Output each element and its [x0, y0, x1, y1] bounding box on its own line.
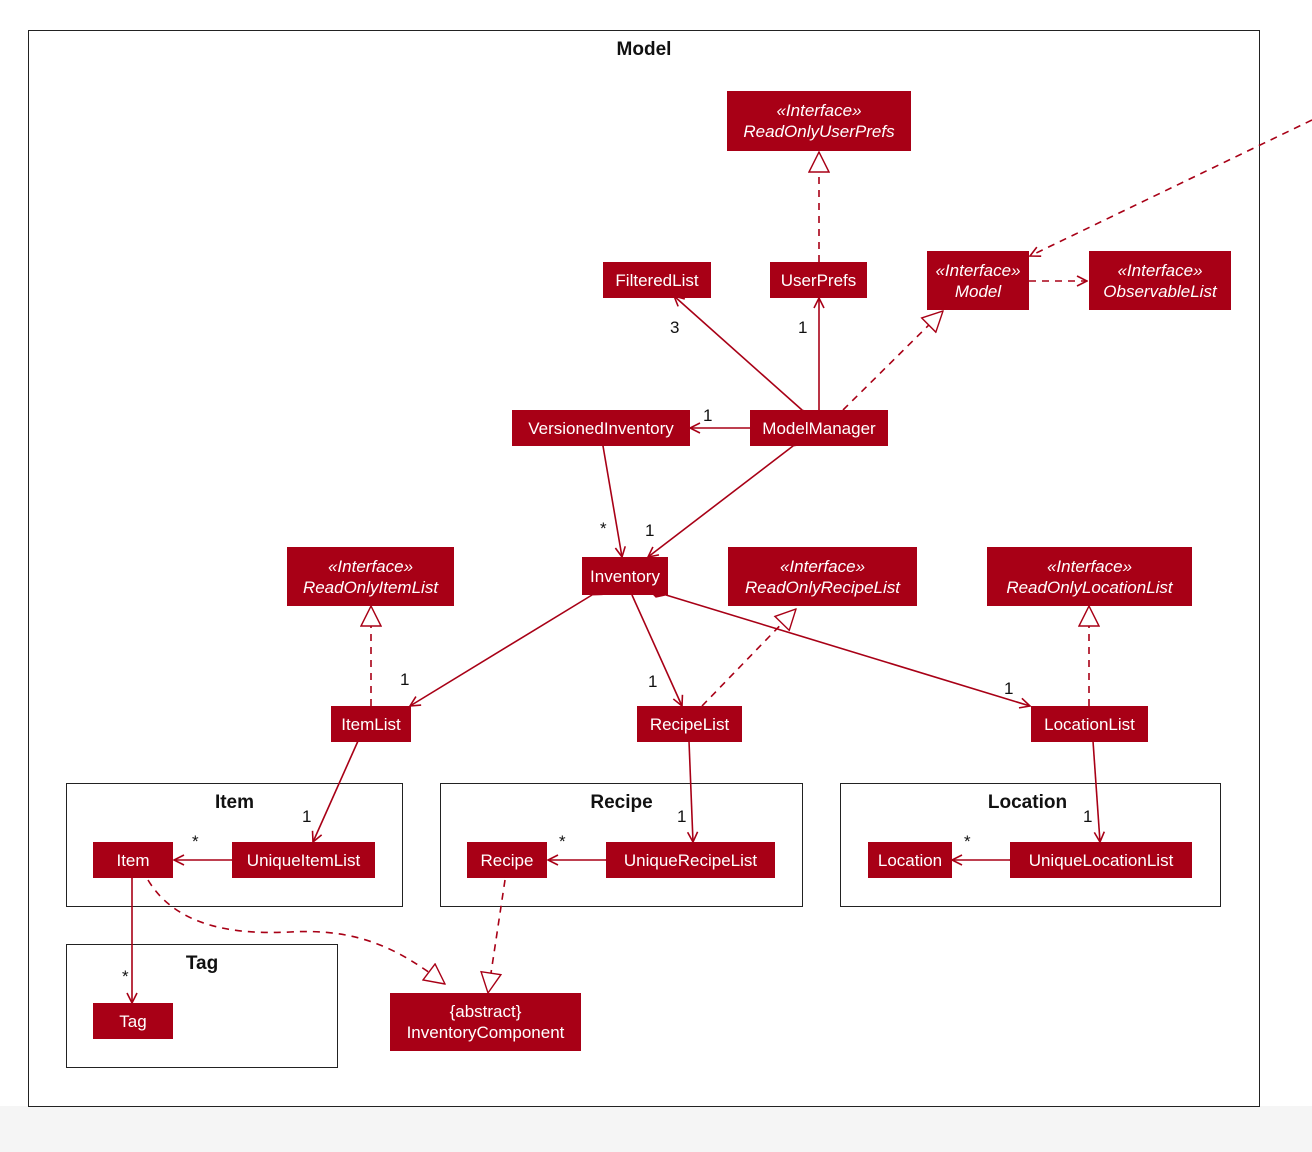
- mult-userprefs: 1: [798, 318, 807, 337]
- edge-recipelist-realizes-readonlyrecipelist: [701, 609, 796, 707]
- class-readonlylocationlist[interactable]: «Interface» ReadOnlyLocationList: [987, 547, 1192, 606]
- class-name: Location: [877, 850, 943, 870]
- mult-uniquerecipelist: 1: [677, 807, 686, 826]
- class-item[interactable]: Item: [93, 842, 173, 878]
- edge-modelmanager-realizes-model: [842, 311, 943, 411]
- class-name: UniqueLocationList: [1028, 850, 1174, 870]
- edge-recipe-extends-inventorycomponent: [488, 879, 506, 993]
- edge-item-extends-inventorycomponent: [147, 879, 445, 984]
- class-name: Tag: [119, 1011, 147, 1031]
- mult-versionedinventory: 1: [703, 406, 712, 425]
- class-name: InventoryComponent: [406, 1023, 565, 1042]
- mult-location: *: [964, 832, 971, 851]
- class-readonlyuserprefs[interactable]: «Interface» ReadOnlyUserPrefs: [727, 91, 911, 151]
- class-uniquelocationlist[interactable]: UniqueLocationList: [1010, 842, 1192, 878]
- mult-recipelist: 1: [648, 672, 657, 691]
- edge-modelmanager-composes-filteredlist: [674, 296, 802, 410]
- stereotype-label: «Interface»: [779, 556, 866, 576]
- mult-item: *: [192, 832, 199, 851]
- diagram-canvas: Model Item Recipe Location Tag: [28, 30, 1312, 1107]
- class-uniquerecipelist[interactable]: UniqueRecipeList: [606, 842, 775, 878]
- mult-locationlist: 1: [1004, 679, 1013, 698]
- class-name: Item: [116, 850, 150, 870]
- mult-versioned-to-inventory: *: [600, 519, 607, 538]
- mult-recipe: *: [559, 832, 566, 851]
- class-name: FilteredList: [615, 270, 699, 290]
- class-name: ObservableList: [1103, 281, 1217, 301]
- class-name: VersionedInventory: [528, 418, 674, 438]
- class-itemlist[interactable]: ItemList: [331, 706, 411, 742]
- class-name: LocationList: [1044, 714, 1135, 734]
- class-filteredlist[interactable]: FilteredList: [603, 262, 711, 298]
- edge-versionedinventory-aggregates-inventory: [603, 446, 622, 557]
- class-readonlyrecipelist[interactable]: «Interface» ReadOnlyRecipeList: [728, 547, 917, 606]
- class-name: Inventory: [590, 566, 660, 586]
- class-observablelist[interactable]: «Interface» ObservableList: [1089, 251, 1231, 310]
- edge-external-depends-model: [1030, 119, 1312, 256]
- class-readonlyitemlist[interactable]: «Interface» ReadOnlyItemList: [287, 547, 454, 606]
- edge-locationlist-composes-uniquelocationlist: [1093, 741, 1100, 842]
- class-name: UniqueRecipeList: [623, 850, 758, 870]
- class-name: Model: [954, 281, 1002, 301]
- class-inventory[interactable]: Inventory: [582, 557, 668, 595]
- edge-modelmanager-composes-inventory: [648, 446, 793, 557]
- class-recipelist[interactable]: RecipeList: [637, 706, 742, 742]
- stereotype-label: «Interface»: [1117, 260, 1203, 280]
- class-userprefs[interactable]: UserPrefs: [770, 262, 867, 298]
- edge-inventory-composes-locationlist: [666, 595, 1030, 706]
- mult-uniqueitemlist: 1: [302, 807, 311, 826]
- class-name: UniqueItemList: [246, 850, 361, 870]
- tag-package-title: Tag: [185, 953, 219, 974]
- stereotype-label: «Interface»: [776, 101, 862, 120]
- class-versionedinventory[interactable]: VersionedInventory: [512, 410, 690, 446]
- mult-itemlist: 1: [400, 670, 409, 689]
- edge-recipelist-composes-uniquerecipelist: [689, 741, 693, 842]
- class-name: ItemList: [341, 714, 401, 734]
- stereotype-label: «Interface»: [327, 556, 414, 576]
- class-name: UserPrefs: [780, 270, 857, 290]
- class-location[interactable]: Location: [868, 842, 952, 878]
- class-uniqueitemlist[interactable]: UniqueItemList: [232, 842, 375, 878]
- class-name: ReadOnlyLocationList: [1006, 577, 1173, 597]
- class-locationlist[interactable]: LocationList: [1031, 706, 1148, 742]
- stereotype-label: «Interface»: [935, 260, 1021, 280]
- class-recipe[interactable]: Recipe: [467, 842, 547, 878]
- model-package-title: Model: [616, 39, 672, 60]
- mult-tag: *: [122, 967, 129, 986]
- class-name: ReadOnlyRecipeList: [745, 577, 900, 597]
- class-tag[interactable]: Tag: [93, 1003, 173, 1039]
- relationship-edges: 3 1 1 * 1 1 1 1 1 1 1 * * * *: [122, 119, 1312, 1106]
- class-model-interface[interactable]: «Interface» Model: [927, 251, 1029, 310]
- class-name: RecipeList: [649, 714, 730, 734]
- edge-itemlist-composes-uniqueitemlist: [313, 741, 358, 842]
- recipe-package-title: Recipe: [590, 792, 653, 813]
- edge-inventory-composes-itemlist: [410, 595, 592, 706]
- class-inventorycomponent[interactable]: {abstract} InventoryComponent: [390, 993, 581, 1051]
- stereotype-label: {abstract}: [449, 1002, 522, 1021]
- class-name: ReadOnlyItemList: [302, 577, 439, 597]
- stereotype-label: «Interface»: [1046, 556, 1133, 576]
- mult-filteredlist: 3: [670, 318, 679, 337]
- location-package-title: Location: [987, 792, 1068, 813]
- class-name: Recipe: [480, 850, 534, 870]
- mult-manager-to-inventory: 1: [645, 521, 654, 540]
- class-name: ModelManager: [762, 418, 876, 438]
- class-name: ReadOnlyUserPrefs: [743, 122, 895, 141]
- item-package-title: Item: [214, 792, 255, 813]
- class-modelmanager[interactable]: ModelManager: [750, 410, 888, 446]
- mult-uniquelocationlist: 1: [1083, 807, 1092, 826]
